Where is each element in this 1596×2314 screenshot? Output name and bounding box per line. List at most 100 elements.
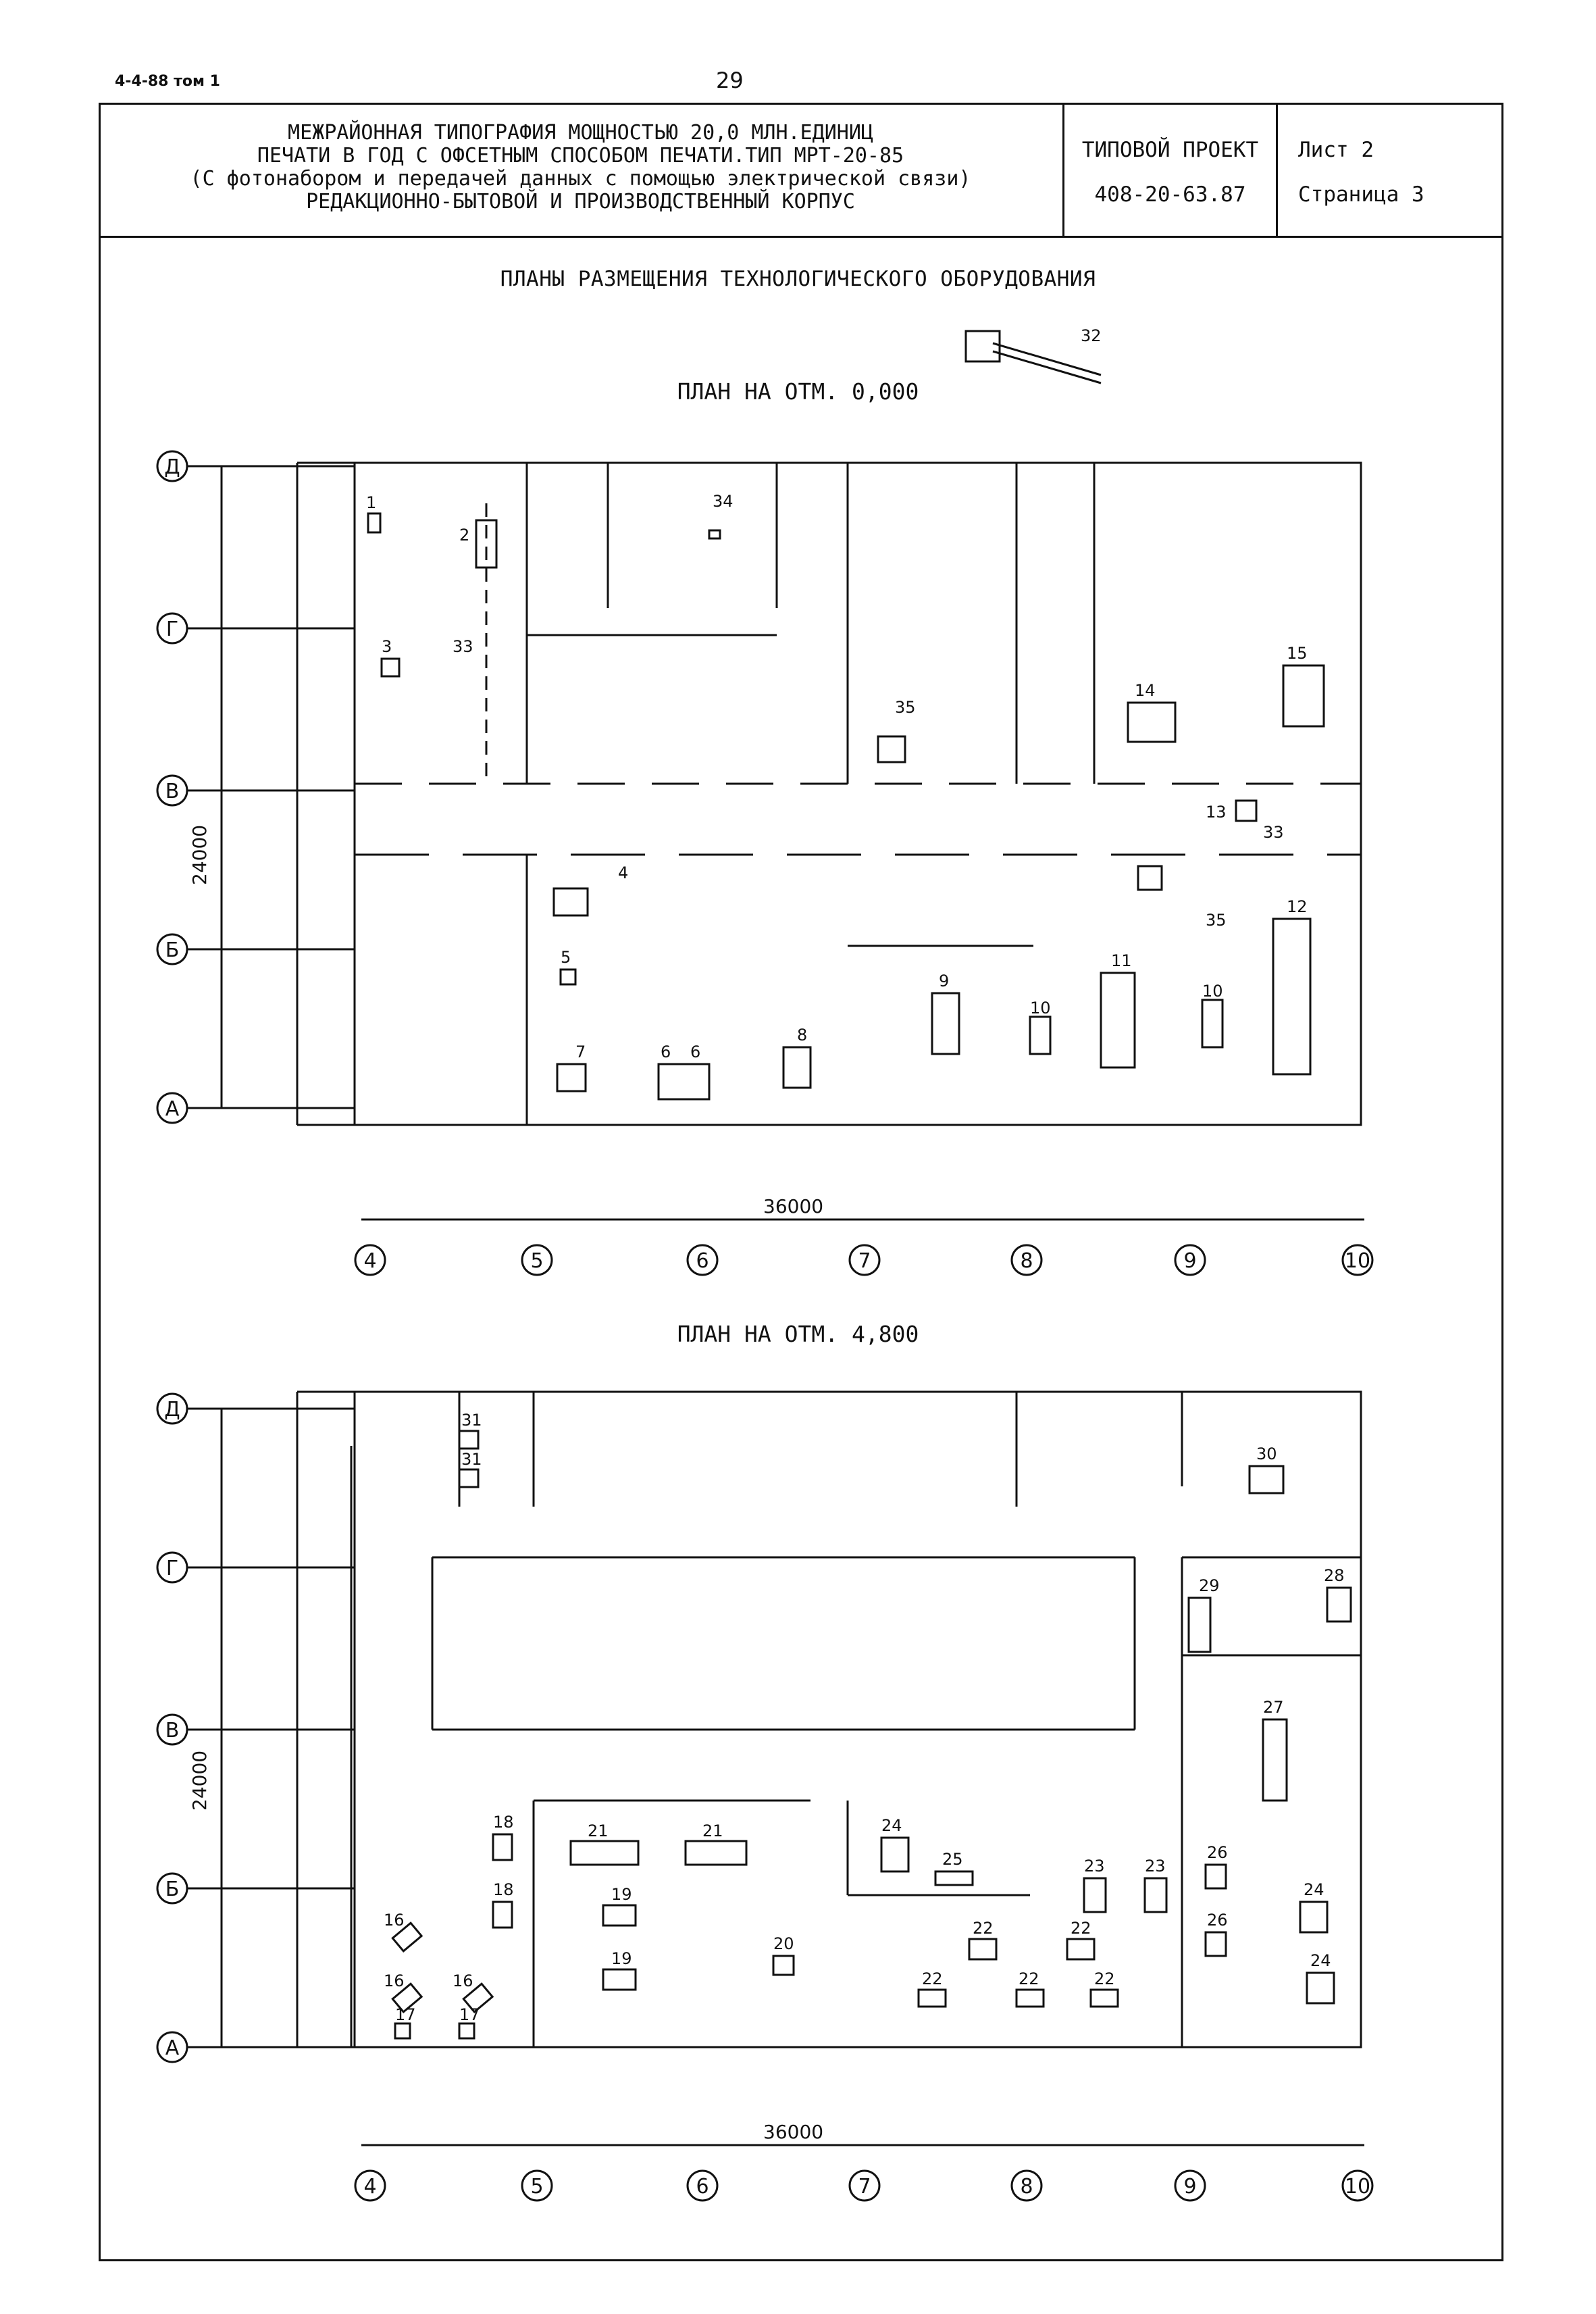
title-block-project: ТИПОВОЙ ПРОЕКТ 408-20-63.87: [1064, 103, 1278, 236]
plan1-equip-label: 34: [713, 492, 733, 511]
plan1-equip-label: 12: [1287, 897, 1308, 916]
plan1-equipment: [367, 330, 1325, 1101]
plan1-equip-label: 2: [459, 526, 469, 545]
plan2-equip-label: 30: [1256, 1444, 1277, 1463]
plan1-title: ПЛАН НА ОТМ. 0,000: [677, 378, 919, 405]
plan1-equip-label: 10: [1202, 982, 1223, 1001]
plan1-equip-label: 15: [1287, 644, 1308, 663]
title-line-4: РЕДАКЦИОННО-БЫТОВОЙ И ПРОИЗВОДСТВЕННЫЙ К…: [306, 190, 855, 213]
plan1-walls: [296, 461, 1362, 1126]
plan2-equip-label: 23: [1145, 1857, 1166, 1876]
plan2-equip-label: 27: [1263, 1698, 1284, 1717]
drawing-title: ПЛАНЫ РАЗМЕЩЕНИЯ ТЕХНОЛОГИЧЕСКОГО ОБОРУД…: [500, 267, 1096, 291]
title-line-2: ПЕЧАТИ В ГОД С ОФСЕТНЫМ СПОСОБОМ ПЕЧАТИ.…: [257, 144, 904, 168]
plan1-axis-row-5: А: [165, 1097, 180, 1121]
plan2-equip-label: 26: [1207, 1843, 1228, 1862]
plan2-equip-label: 25: [942, 1850, 963, 1869]
plan1-axis-row-1: Д: [164, 455, 180, 479]
plan1-dim-vertical: 24000: [188, 825, 211, 885]
plan1-equip-label: 33: [453, 637, 473, 656]
plan1-equip-label: 11: [1111, 951, 1132, 970]
plan2-equip-label: 29: [1199, 1576, 1220, 1595]
plan1-equip-label: 14: [1135, 681, 1156, 700]
plan1-axis-col-9: 9: [1183, 1249, 1196, 1273]
plan2-equipment: [391, 1430, 1352, 2040]
plan1-equip-label: 35: [895, 698, 916, 717]
plan2-axis-row-2: Г: [166, 1557, 178, 1580]
plan1-equip-label: 8: [797, 1026, 807, 1045]
title-block-name: МЕЖРАЙОННАЯ ТИПОГРАФИЯ МОЩНОСТЬЮ 20,0 МЛ…: [99, 103, 1064, 236]
plan1-equip-label: 4: [618, 863, 628, 882]
sheet-number: Лист 2: [1298, 138, 1374, 162]
title-line-1: МЕЖРАЙОННАЯ ТИПОГРАФИЯ МОЩНОСТЬЮ 20,0 МЛ…: [288, 121, 873, 145]
plan2-axis-col-7: 7: [858, 2175, 871, 2198]
plan2-dim-horizontal: 36000: [763, 2121, 823, 2143]
plan2-equip-label: 31: [461, 1450, 482, 1469]
plan1-equip-label: 7: [575, 1042, 586, 1061]
plan2-equip-label: 19: [611, 1949, 632, 1968]
plan2-equip-label: 23: [1084, 1857, 1105, 1876]
title-line-3: (С фотонабором и передачей данных с помо…: [190, 167, 971, 191]
project-label: ТИПОВОЙ ПРОЕКТ: [1081, 138, 1259, 162]
plan2-equip-label: 18: [493, 1813, 514, 1832]
plan2-title: ПЛАН НА ОТМ. 4,800: [677, 1321, 919, 1347]
plan2-axis-markers: [156, 1392, 1374, 2202]
plan1-axis-col-8: 8: [1020, 1249, 1033, 1273]
title-block: МЕЖРАЙОННАЯ ТИПОГРАФИЯ МОЩНОСТЬЮ 20,0 МЛ…: [99, 103, 1503, 238]
plan1-equip-label: 5: [561, 948, 571, 967]
plan2-axis-col-8: 8: [1020, 2175, 1033, 2198]
plan2-equip-label: 22: [1071, 1919, 1091, 1938]
plan1-equip-label: 35: [1206, 911, 1227, 930]
plan1-axis-col-5: 5: [530, 1249, 543, 1273]
plan1-equip-label: 3: [382, 637, 392, 656]
plan1-equip-label: 33: [1263, 823, 1284, 842]
plan2-equip-label: 21: [702, 1821, 723, 1840]
project-code: 408-20-63.87: [1094, 182, 1246, 207]
plan1-equip-label: 6: [690, 1042, 700, 1061]
plan2-axis-row-4: Б: [165, 1878, 180, 1901]
plan2-equip-label: 20: [773, 1934, 794, 1953]
plan2-equip-label: 21: [588, 1821, 609, 1840]
plan2-equip-label: 24: [881, 1816, 902, 1835]
plan2-equip-label: 24: [1310, 1951, 1331, 1970]
plan2-equip-label: 22: [1019, 1969, 1039, 1988]
plan1-axis-col-7: 7: [858, 1249, 871, 1273]
plan2-equip-label: 16: [453, 1971, 473, 1990]
plan2-axis-col-6: 6: [696, 2175, 709, 2198]
plan2-equip-label: 19: [611, 1885, 632, 1904]
plan2-equip-label: 16: [384, 1911, 405, 1930]
plan2-axis-col-9: 9: [1183, 2175, 1196, 2198]
plan1-axis-row-2: Г: [166, 618, 178, 641]
plan1-axis-row-3: В: [165, 780, 180, 803]
plan2-equip-label: 24: [1304, 1880, 1324, 1899]
plan2-equip-label: 18: [493, 1880, 514, 1899]
plan1-dim-horizontal: 36000: [763, 1195, 823, 1217]
plan2-axis-col-5: 5: [530, 2175, 543, 2198]
page-label: Страница 3: [1298, 182, 1424, 207]
document-code: 4-4-88 том 1: [115, 73, 220, 90]
plan2-equip-label: 17: [395, 2005, 416, 2024]
plan1-axis-col-4: 4: [363, 1249, 376, 1273]
plan2-dim-vertical: 24000: [188, 1751, 211, 1811]
plan1-equip-label: 1: [366, 493, 376, 512]
plan1-equip-label: 13: [1206, 803, 1227, 822]
plan2-equip-label: 26: [1207, 1911, 1228, 1930]
plan2-axis-col-10: 10: [1345, 2175, 1370, 2198]
plan1-equip-label: 10: [1030, 999, 1051, 1017]
plan1-equip-label: 9: [939, 972, 949, 990]
plan2-equip-label: 17: [459, 2005, 480, 2024]
plan2-axis-col-4: 4: [363, 2175, 376, 2198]
plan2-equip-label: 22: [973, 1919, 994, 1938]
plan2-equip-label: 22: [1094, 1969, 1115, 1988]
plan1-axis-col-6: 6: [696, 1249, 709, 1273]
title-block-sheet: Лист 2 Страница 3: [1278, 103, 1503, 236]
plan2-equip-label: 28: [1324, 1566, 1345, 1585]
plan2-equip-label: 22: [922, 1969, 943, 1988]
page-number: 29: [716, 68, 744, 93]
plan2-axis-row-3: В: [165, 1719, 180, 1742]
plan1-axis-row-4: Б: [165, 938, 180, 962]
plan2-walls: [296, 1390, 1362, 2048]
drawing-frame: [99, 103, 1503, 2261]
plan1-equip-label: 32: [1081, 326, 1102, 345]
